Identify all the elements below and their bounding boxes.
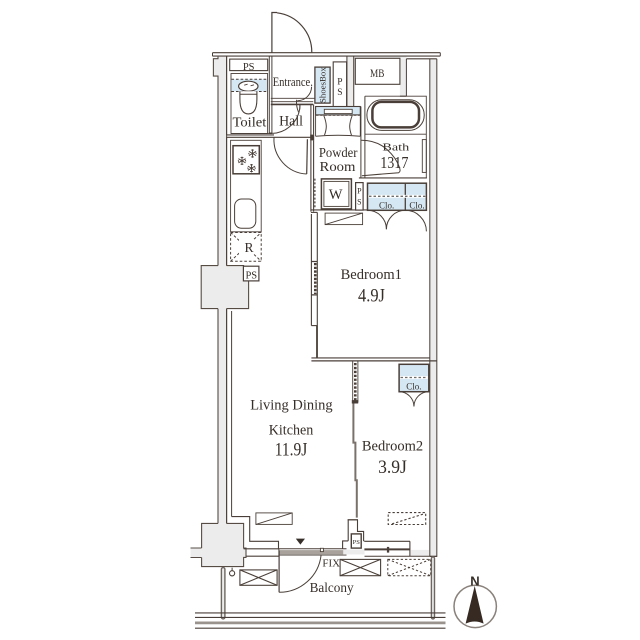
- svg-text:Living Dining: Living Dining: [250, 398, 332, 414]
- svg-text:Balcony: Balcony: [310, 580, 354, 595]
- svg-text:3.9J: 3.9J: [378, 458, 407, 478]
- svg-text:N: N: [470, 573, 479, 588]
- svg-text:W: W: [329, 187, 343, 203]
- svg-text:Toilet: Toilet: [233, 115, 267, 130]
- svg-text:ShoesBox: ShoesBox: [318, 67, 328, 103]
- svg-text:S: S: [337, 88, 342, 98]
- svg-text:Bath: Bath: [382, 141, 409, 153]
- svg-text:Clo.: Clo.: [379, 202, 394, 212]
- svg-text:P: P: [357, 187, 362, 196]
- svg-text:MB: MB: [370, 68, 385, 80]
- svg-text:1317: 1317: [380, 153, 409, 172]
- svg-text:S: S: [357, 198, 361, 207]
- svg-text:Room: Room: [320, 159, 356, 174]
- svg-text:PS: PS: [353, 539, 361, 546]
- svg-text:Hall: Hall: [279, 113, 303, 129]
- svg-text:PS: PS: [243, 62, 255, 73]
- svg-text:FIX: FIX: [322, 559, 340, 570]
- svg-text:4.9J: 4.9J: [358, 286, 385, 306]
- svg-text:Clo.: Clo.: [409, 202, 424, 212]
- svg-text:Kitchen: Kitchen: [269, 422, 314, 438]
- svg-text:Bedroom1: Bedroom1: [341, 267, 402, 283]
- svg-text:P: P: [337, 78, 342, 88]
- svg-text:PS: PS: [245, 270, 257, 281]
- svg-text:Clo.: Clo.: [406, 382, 421, 392]
- svg-text:Bedroom2: Bedroom2: [362, 439, 423, 455]
- svg-text:Entrance.: Entrance.: [273, 75, 313, 89]
- svg-text:11.9J: 11.9J: [275, 440, 308, 460]
- svg-text:R: R: [244, 240, 253, 255]
- svg-text:Powder: Powder: [319, 145, 358, 160]
